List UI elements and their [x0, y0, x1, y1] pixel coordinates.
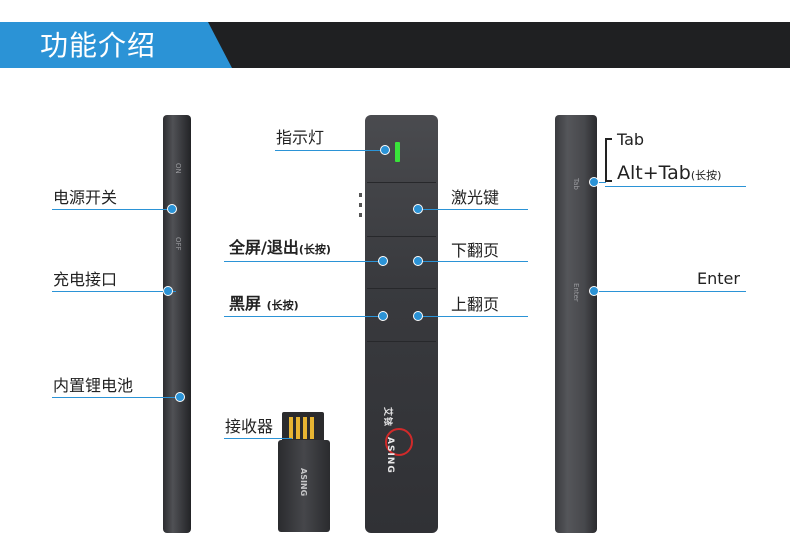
callout-line: [52, 397, 180, 398]
callout-line: [605, 186, 746, 187]
callout-dot: [413, 256, 423, 266]
callout-dot: [167, 204, 177, 214]
label-enter: Enter: [697, 269, 740, 288]
callout-dot: [413, 311, 423, 321]
label-fullscreen: 全屏/退出(长按): [229, 238, 331, 260]
usb-brand-logo: ASING: [299, 468, 308, 497]
divider: [367, 182, 436, 183]
on-label: ON: [174, 163, 182, 174]
callout-line: [594, 182, 606, 183]
brand-logo-circle: [385, 428, 413, 456]
label-blackscreen: 黑屏 (长按): [229, 294, 299, 316]
callout-dot: [589, 177, 599, 187]
blackscreen-text: 黑屏: [229, 294, 262, 313]
callout-dot: [378, 311, 388, 321]
callout-line: [52, 291, 176, 292]
divider: [367, 236, 436, 237]
callout-line: [418, 316, 528, 317]
label-page-down: 下翻页: [451, 241, 500, 260]
side-notch: [359, 203, 362, 207]
label-indicator: 指示灯: [276, 128, 325, 147]
label-page-up: 上翻页: [451, 295, 500, 314]
fullscreen-text: 全屏/退出: [229, 238, 299, 257]
page-title: 功能介绍: [40, 29, 157, 62]
device-front-view: 艾铱 ASING: [359, 115, 438, 533]
callout-line: [418, 209, 528, 210]
usb-receiver: ASING: [278, 440, 330, 532]
usb-contact: [303, 417, 307, 439]
side-notch: [359, 193, 362, 197]
blackscreen-note: (长按): [266, 299, 299, 312]
callout-line: [224, 438, 292, 439]
callout-dot: [413, 204, 423, 214]
side-notch: [359, 213, 362, 217]
off-label: OFF: [174, 237, 182, 251]
callout-line: [52, 209, 176, 210]
label-power-switch: 电源开关: [53, 188, 118, 207]
divider: [367, 288, 436, 289]
enter-side-label: Enter: [572, 283, 580, 302]
callout-dot: [380, 145, 390, 155]
header-accent: [0, 22, 232, 68]
label-battery: 内置锂电池: [53, 376, 134, 395]
label-receiver: 接收器: [225, 417, 274, 436]
usb-contact: [310, 417, 314, 439]
tab-bracket: [605, 138, 612, 182]
usb-contact: [296, 417, 300, 439]
callout-line: [224, 316, 384, 317]
brand-cn-logo: 艾铱: [382, 407, 392, 428]
indicator-led: [395, 142, 400, 162]
callout-line: [224, 261, 384, 262]
label-tab: Tab: [617, 130, 645, 149]
callout-line: [594, 291, 746, 292]
callout-dot: [378, 256, 388, 266]
callout-dot: [175, 392, 185, 402]
device-side-view-left: ON OFF: [163, 115, 191, 533]
brand-en-logo: ASING: [385, 437, 395, 474]
alt-tab-note: (长按): [690, 169, 722, 182]
callout-line: [275, 150, 385, 151]
tab-side-label: Tab: [572, 178, 580, 190]
label-laser: 激光键: [451, 188, 500, 207]
callout-dot: [163, 286, 173, 296]
label-alt-tab: Alt+Tab(长按): [617, 161, 721, 188]
label-charge-port: 充电接口: [53, 270, 118, 289]
fullscreen-note: (长按): [298, 243, 331, 256]
usb-contact: [289, 417, 293, 439]
alt-tab-text: Alt+Tab: [617, 162, 691, 184]
divider: [367, 341, 436, 342]
callout-line: [418, 261, 528, 262]
callout-dot: [589, 286, 599, 296]
